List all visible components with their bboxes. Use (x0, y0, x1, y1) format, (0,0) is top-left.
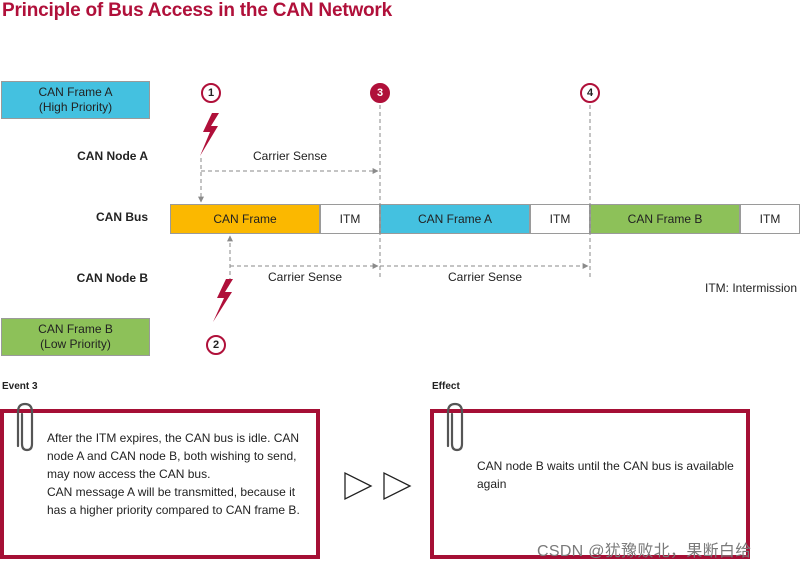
play-arrow-icon (383, 471, 412, 501)
bus-segment-label: ITM (549, 212, 571, 226)
bus-segment-can-frame: CAN Frame (170, 204, 320, 234)
paperclip-icon (446, 402, 464, 452)
row-label-bus: CAN Bus (95, 210, 148, 224)
effect-line: CAN node B waits until the CAN bus is av… (477, 459, 734, 473)
marker-4: 4 (580, 83, 600, 103)
effect-box (430, 409, 750, 559)
marker-2-number: 2 (212, 339, 220, 351)
marker-4-number: 4 (586, 87, 594, 99)
carrier-sense-label-node-a: Carrier Sense (252, 149, 328, 163)
marker-3: 3 (370, 83, 390, 103)
bus-segment-label: ITM (339, 212, 361, 226)
legend-frame-b-priority: (Low Priority) (40, 337, 111, 351)
event-3-text: After the ITM expires, the CAN bus is id… (47, 429, 312, 519)
bus-segment-itm: ITM (530, 204, 590, 234)
itm-note: ITM: Intermission (705, 281, 798, 295)
event-3-box (0, 409, 320, 559)
effect-label: Effect (432, 381, 460, 392)
legend-frame-b: CAN Frame B (Low Priority) (1, 318, 150, 356)
row-label-node-b: CAN Node B (76, 271, 148, 285)
marker-1-number: 1 (207, 87, 215, 99)
bus-segment-itm: ITM (740, 204, 800, 234)
event-3-line: CAN message A will be transmitted, becau… (47, 485, 296, 499)
bus-segment-label: ITM (759, 212, 781, 226)
row-label-node-a: CAN Node A (77, 149, 148, 163)
lightning-icon (213, 279, 233, 322)
bus-segment-label: CAN Frame (213, 212, 277, 226)
legend-frame-b-name: CAN Frame B (38, 322, 113, 336)
marker-1: 1 (201, 83, 221, 103)
event-3-line: may now access the CAN bus. (47, 467, 211, 481)
lightning-icon (200, 113, 219, 156)
carrier-sense-label-node-b-2: Carrier Sense (447, 270, 523, 284)
effect-text: CAN node B waits until the CAN bus is av… (477, 457, 742, 493)
marker-2: 2 (206, 335, 226, 355)
event-3-label: Event 3 (2, 381, 38, 392)
legend-frame-a: CAN Frame A (High Priority) (1, 81, 150, 119)
watermark: CSDN @犹豫败北，果断白给 (537, 543, 752, 560)
bus-segment-itm: ITM (320, 204, 380, 234)
page-title: Principle of Bus Access in the CAN Netwo… (2, 0, 392, 21)
play-arrow-icon (344, 471, 373, 501)
marker-3-number: 3 (376, 87, 384, 99)
carrier-sense-label-node-b-1: Carrier Sense (267, 270, 343, 284)
legend-frame-a-priority: (High Priority) (38, 100, 113, 114)
event-3-line: has a higher priority compared to CAN fr… (47, 503, 300, 517)
legend-frame-a-name: CAN Frame A (38, 85, 113, 99)
effect-line: again (477, 477, 507, 491)
paperclip-icon (16, 402, 34, 452)
bus-segment-can-frame-b: CAN Frame B (590, 204, 740, 234)
event-3-line: node A and CAN node B, both wishing to s… (47, 449, 297, 463)
bus-segment-label: CAN Frame B (627, 212, 703, 226)
bus-segment-can-frame-a: CAN Frame A (380, 204, 530, 234)
bus-segment-label: CAN Frame A (417, 212, 492, 226)
event-3-line: After the ITM expires, the CAN bus is id… (47, 431, 300, 445)
